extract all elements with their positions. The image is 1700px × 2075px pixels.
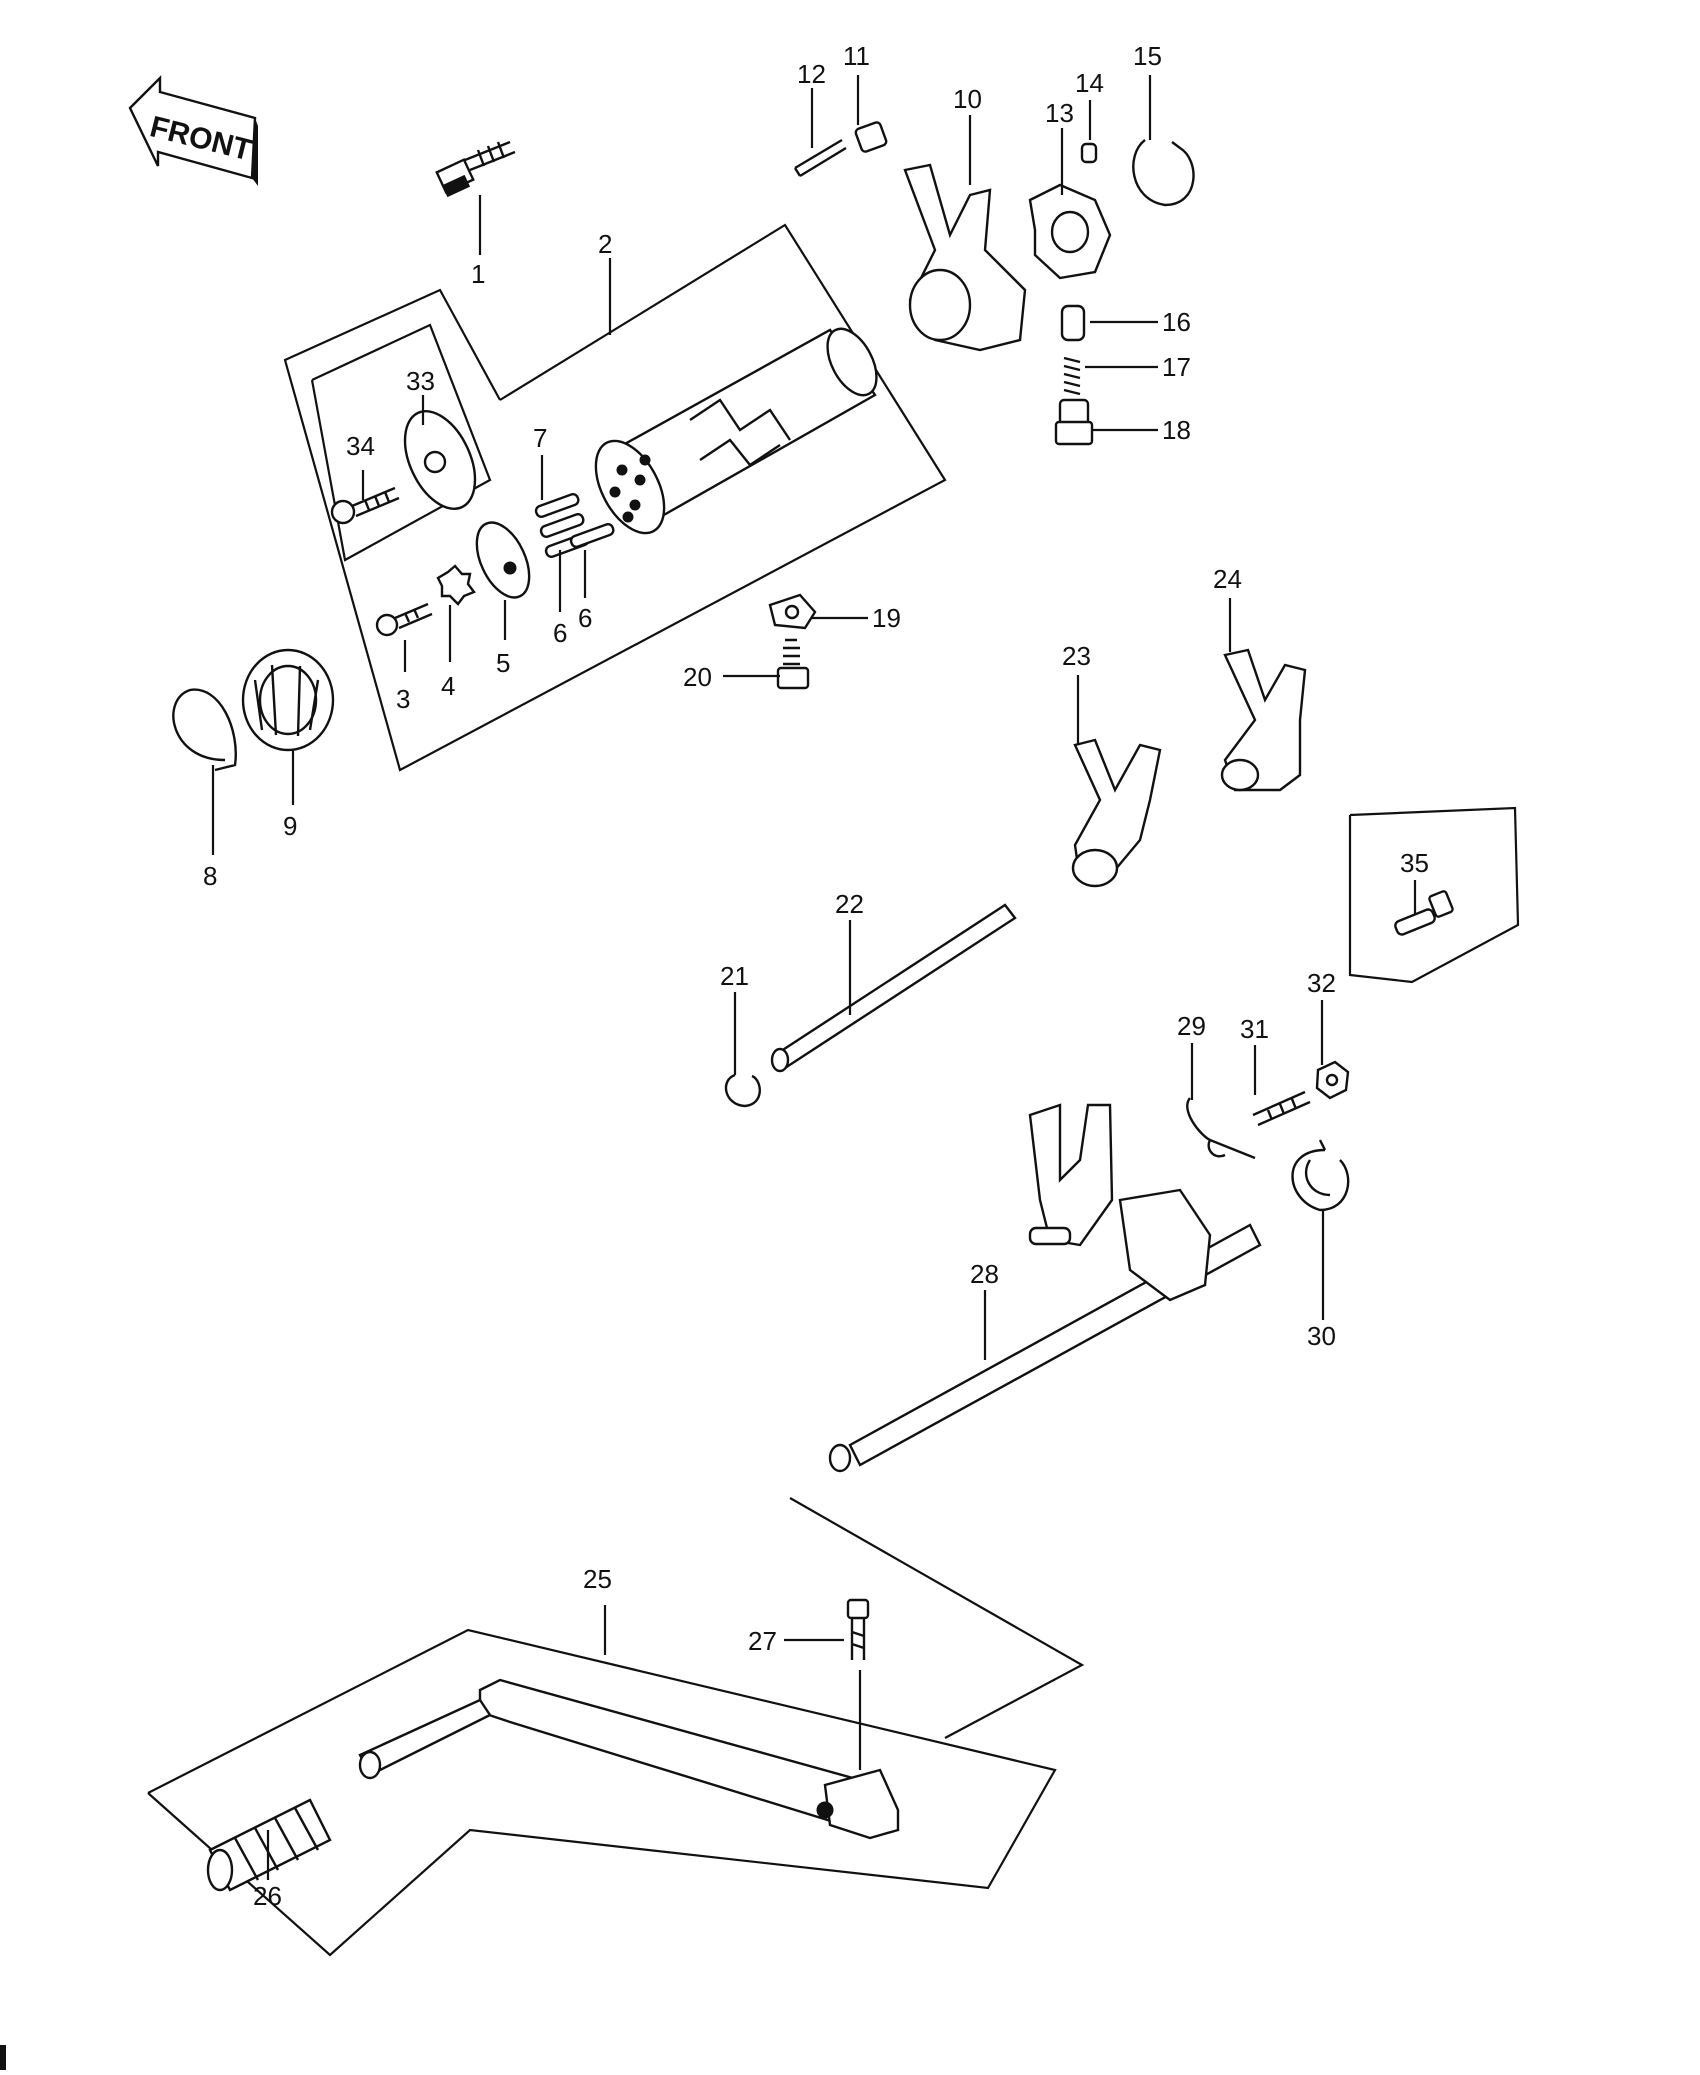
callout-20: 20 bbox=[683, 662, 712, 692]
torsion-spring-part-30 bbox=[1291, 1139, 1350, 1212]
circlip-part-15 bbox=[1132, 139, 1195, 207]
callout-19: 19 bbox=[872, 603, 901, 633]
callout-1: 1 bbox=[471, 259, 485, 289]
callout-8: 8 bbox=[203, 861, 217, 891]
callout-35: 35 bbox=[1400, 848, 1429, 878]
callout-17: 17 bbox=[1162, 352, 1191, 382]
return-spring-part-29 bbox=[1186, 1097, 1256, 1160]
callout-28: 28 bbox=[970, 1259, 999, 1289]
callout-31: 31 bbox=[1240, 1014, 1269, 1044]
callout-7: 7 bbox=[533, 423, 547, 453]
clip-part-21 bbox=[724, 1073, 761, 1108]
callout-5: 5 bbox=[496, 648, 510, 678]
callout-27: 27 bbox=[748, 1626, 777, 1656]
shift-rod-part-22 bbox=[770, 903, 1017, 1073]
callout-10: 10 bbox=[953, 84, 982, 114]
screw-part-3 bbox=[375, 602, 433, 637]
page-edge-mark bbox=[0, 2045, 6, 2070]
circlip-part-8 bbox=[172, 688, 237, 772]
cam-plate-part bbox=[403, 409, 477, 511]
callout-3: 3 bbox=[396, 684, 410, 714]
spacer-part-16 bbox=[1060, 304, 1086, 342]
stopper-bolt-boundary bbox=[1348, 806, 1520, 984]
guide-pin-part-11 bbox=[854, 121, 888, 153]
callout-24: 24 bbox=[1213, 564, 1242, 594]
callout-labels: 1 2 3 4 5 6 6 7 8 9 10 11 12 13 14 15 16… bbox=[203, 41, 1429, 1911]
callout-11: 11 bbox=[843, 41, 870, 71]
shaft-link-boundary bbox=[789, 1497, 1085, 1739]
pedal-group-boundary bbox=[147, 1628, 1057, 1957]
callout-14: 14 bbox=[1075, 68, 1104, 98]
callout-9: 9 bbox=[283, 811, 297, 841]
star-plate-part-13 bbox=[1028, 183, 1112, 280]
callout-25: 25 bbox=[583, 1564, 612, 1594]
pedal-bolt-part-27 bbox=[846, 1598, 870, 1660]
shift-shaft-part-28 bbox=[828, 1103, 1262, 1473]
callout-34: 34 bbox=[346, 431, 375, 461]
shift-drum-part bbox=[594, 327, 878, 535]
callout-4: 4 bbox=[441, 671, 455, 701]
shift-pedal-part-25 bbox=[358, 1678, 900, 1840]
callout-30: 30 bbox=[1307, 1321, 1336, 1351]
callout-33: 33 bbox=[406, 366, 435, 396]
bolt-part-20 bbox=[776, 638, 810, 690]
callout-26: 26 bbox=[253, 1881, 282, 1911]
callout-29: 29 bbox=[1177, 1011, 1206, 1041]
pin-part-14 bbox=[1080, 142, 1098, 164]
callout-6-right: 6 bbox=[578, 603, 592, 633]
callout-2: 2 bbox=[598, 229, 612, 259]
callout-13: 13 bbox=[1045, 98, 1074, 128]
shift-drum-group-boundary bbox=[283, 223, 947, 772]
callout-23: 23 bbox=[1062, 641, 1091, 671]
callout-21: 21 bbox=[720, 961, 749, 991]
leader-lines bbox=[211, 75, 1417, 1880]
shift-fork-part-24 bbox=[1220, 648, 1307, 792]
callout-32: 32 bbox=[1307, 968, 1336, 998]
drum-cam-subgroup-boundary bbox=[310, 323, 492, 562]
shift-fork-part-10 bbox=[903, 163, 1027, 352]
assembly-boundaries bbox=[147, 223, 1520, 1957]
callout-16: 16 bbox=[1162, 307, 1191, 337]
star-washer-part-4 bbox=[436, 564, 476, 606]
front-arrow: FRONT bbox=[128, 75, 258, 186]
plug-part-18 bbox=[1054, 398, 1094, 446]
callout-18: 18 bbox=[1162, 415, 1191, 445]
spring-part-17 bbox=[1063, 356, 1081, 396]
callout-22: 22 bbox=[835, 889, 864, 919]
nut-part-32 bbox=[1315, 1060, 1350, 1100]
callout-12: 12 bbox=[797, 59, 826, 89]
shift-fork-part-23 bbox=[1071, 738, 1162, 888]
callout-15: 15 bbox=[1133, 41, 1162, 71]
needle-bearing-part-9 bbox=[241, 648, 335, 752]
drum-pins-parts-6-7 bbox=[534, 492, 615, 558]
pedal-rubber-part-26 bbox=[206, 1798, 332, 1892]
callout-6-left: 6 bbox=[553, 618, 567, 648]
pin-plate-part-5 bbox=[475, 521, 531, 599]
pin-bolt-part-31 bbox=[1252, 1090, 1311, 1127]
cam-plate-screw-part bbox=[330, 486, 400, 525]
lock-washer-part-19 bbox=[768, 593, 817, 630]
cotter-pin-part-12 bbox=[793, 138, 847, 178]
stopper-bolt-part-35 bbox=[1394, 890, 1454, 936]
neutral-switch-part bbox=[435, 140, 516, 198]
